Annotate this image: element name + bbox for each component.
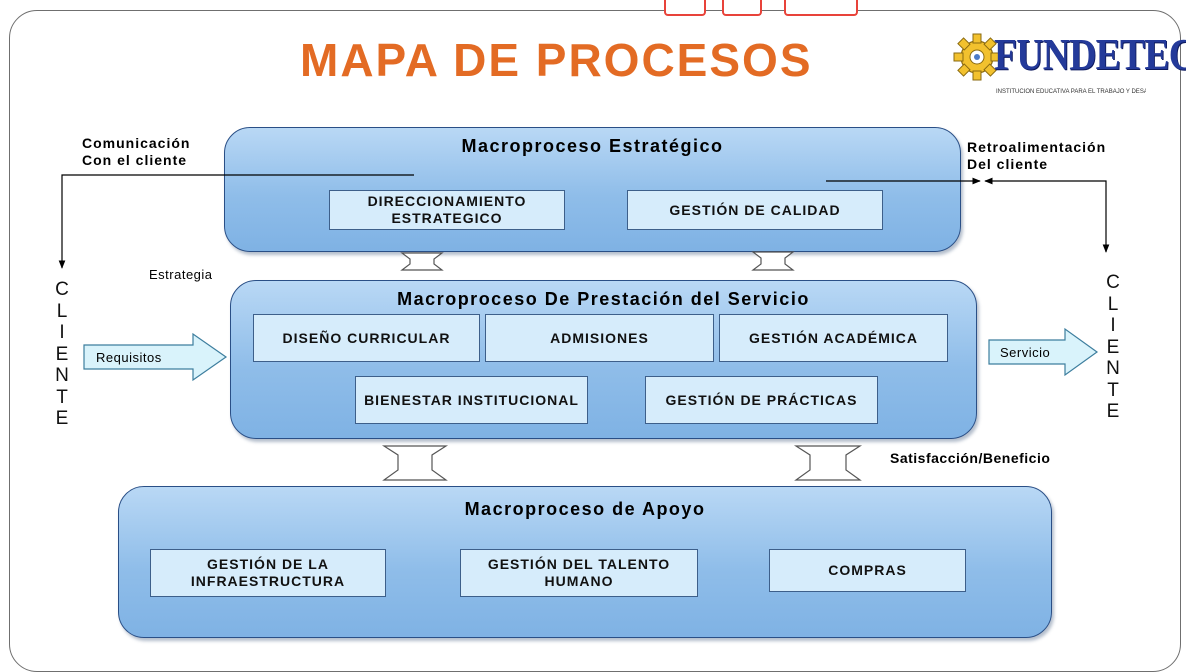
panel-prestacion: Macroproceso De Prestación del Servicio … [230, 280, 977, 439]
fundetec-logo: FUNDETEC INSTITUCIÓN EDUCATIVA PARA EL T… [952, 24, 1186, 104]
box-gestion-practicas: GESTIÓN DE PRÁCTICAS [645, 376, 878, 424]
panel-apoyo: Macroproceso de Apoyo GESTIÓN DE LA INFR… [118, 486, 1052, 638]
cliente-right: C L I E N T E [1103, 272, 1123, 423]
box-gestion-talento-humano: GESTIÓN DEL TALENTO HUMANO [460, 549, 698, 597]
cliente-left-letter: C [55, 279, 69, 300]
top-mark-3 [784, 0, 858, 16]
logo-wordmark: FUNDETEC [994, 30, 1186, 79]
process-map: MAPA DE PROCESOS FUNDETEC INSTI [9, 0, 1186, 672]
cliente-left-letter: E [55, 343, 69, 365]
panel-prestacion-title: Macroproceso De Prestación del Servicio [397, 289, 810, 309]
cliente-left-letter: I [59, 322, 65, 343]
panel-estrategico-title: Macroproceso Estratégico [461, 136, 724, 156]
box-diseno-curricular: DISEÑO CURRICULAR [253, 314, 480, 362]
connector-estrategico-prestacion-right [751, 251, 795, 271]
cliente-left-letter: E [55, 408, 69, 429]
cliente-left-letter: L [56, 300, 68, 322]
connector-prestacion-apoyo-left [381, 445, 449, 481]
cliente-right-letter: E [1106, 336, 1120, 358]
box-bienestar-institucional: BIENESTAR INSTITUCIONAL [355, 376, 588, 424]
box-direccionamiento-estrategico: DIRECCIONAMIENTO ESTRATEGICO [329, 190, 565, 230]
label-retroalimentacion-1: Retroalimentación [967, 139, 1107, 155]
label-satisfaccion-beneficio: Satisfacción/Beneficio [890, 450, 1051, 466]
arrow-servicio [988, 327, 1099, 377]
label-comunicacion-2: Con el cliente [82, 152, 188, 168]
page-title: MAPA DE PROCESOS [300, 34, 813, 86]
cliente-left: C L I E N T E [52, 279, 72, 430]
connector-prestacion-apoyo-right [793, 445, 863, 481]
label-comunicacion-1: Comunicación [82, 135, 191, 151]
arrow-comunicacion [58, 174, 414, 269]
connectors [58, 174, 1110, 481]
cliente-right-letter: T [1107, 379, 1119, 401]
cliente-right-letter: C [1106, 272, 1120, 293]
top-mark-2 [722, 0, 762, 16]
cliente-right-letter: I [1110, 315, 1116, 336]
box-gestion-calidad: GESTIÓN DE CALIDAD [627, 190, 883, 230]
cliente-right-letter: L [1107, 293, 1119, 315]
cliente-right-letter: N [1106, 358, 1120, 379]
cliente-left-letter: N [55, 365, 69, 386]
cliente-right-letter: E [1106, 401, 1120, 422]
label-servicio: Servicio [1000, 345, 1051, 360]
cliente-left-letter: T [56, 386, 68, 408]
box-compras: COMPRAS [769, 549, 966, 592]
panel-estrategico: Macroproceso Estratégico DIRECCIONAMIENT… [224, 127, 961, 252]
logo-tagline: INSTITUCIÓN EDUCATIVA PARA EL TRABAJO Y … [996, 89, 1146, 95]
box-gestion-academica: GESTIÓN ACADÉMICA [719, 314, 948, 362]
arrow-requisitos [83, 332, 228, 382]
label-retroalimentacion-2: Del cliente [967, 156, 1049, 172]
label-estrategia: Estrategia [149, 267, 213, 282]
connector-estrategico-prestacion-left [400, 252, 444, 271]
box-gestion-infraestructura: GESTIÓN DE LA INFRAESTRUCTURA [150, 549, 386, 597]
gear-icon [953, 33, 1001, 81]
arrow-retroalimentacion [984, 177, 1110, 253]
label-requisitos: Requisitos [96, 350, 162, 365]
box-admisiones: ADMISIONES [485, 314, 714, 362]
top-mark-1 [664, 0, 706, 16]
panel-apoyo-title: Macroproceso de Apoyo [464, 499, 706, 519]
